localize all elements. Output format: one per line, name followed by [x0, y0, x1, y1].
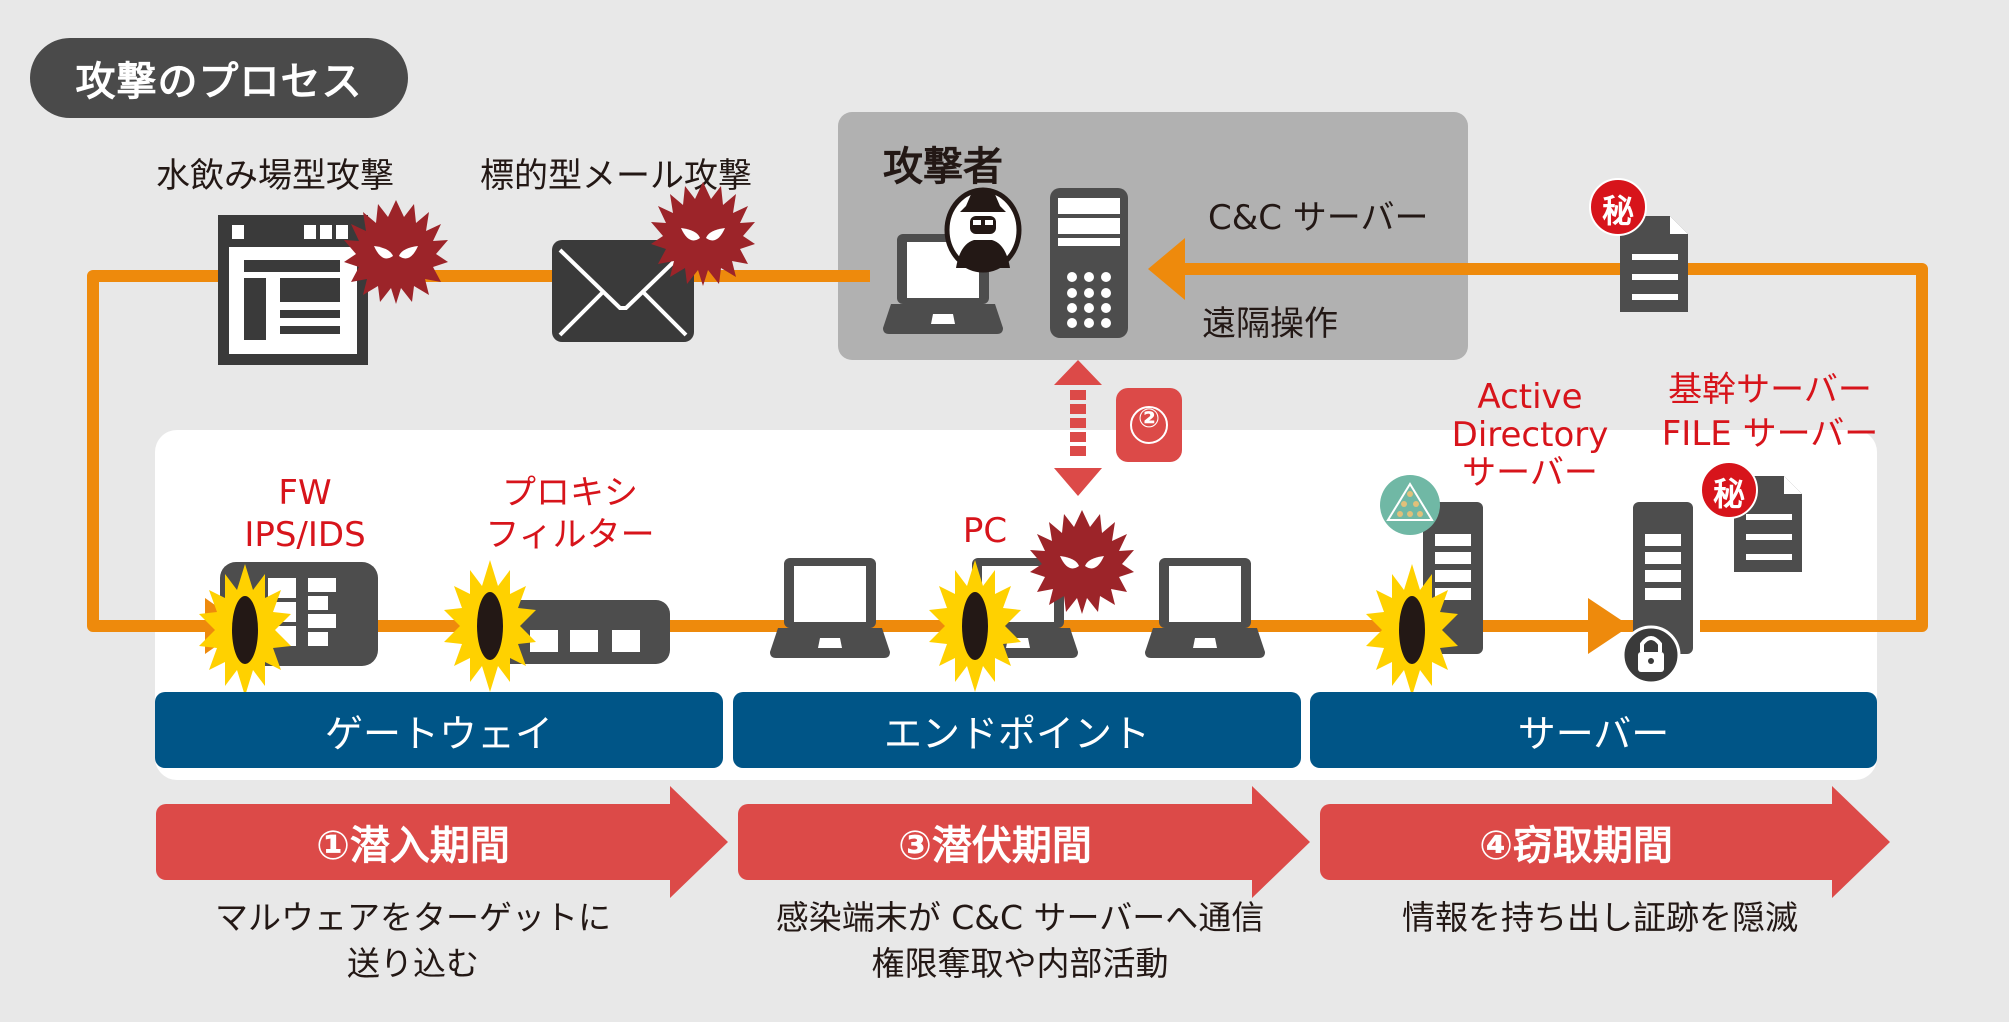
- phase-arrow-body: [1320, 804, 1832, 880]
- attacker-label: 攻撃者: [883, 144, 1003, 190]
- ad-label-line: Active: [1477, 377, 1583, 417]
- step2-label: ②: [1137, 404, 1160, 434]
- browser-window-icon: [218, 215, 368, 365]
- laptop-icon: [1145, 558, 1265, 658]
- cc-server-icon: [1050, 188, 1128, 338]
- filter-label-line: フィルター: [485, 515, 655, 555]
- secret-label: 秘: [1601, 192, 1634, 230]
- cc-communication-arrow: [1054, 360, 1102, 496]
- fw-label: FW IPS/IDS: [210, 472, 400, 556]
- phase-intrusion-description: マルウェアをターゲットに 送り込む: [156, 895, 670, 987]
- core-server-label: 基幹サーバー FILE サーバー: [1645, 368, 1895, 456]
- remote-operation-label: 遠隔操作: [1202, 304, 1338, 344]
- phase-label: ④窃取期間: [1479, 823, 1673, 869]
- zone-server: サーバー: [1310, 692, 1877, 768]
- targeted-mail-label: 標的型メール攻撃: [480, 156, 752, 196]
- cc-server-label: C&C サーバー: [1208, 198, 1429, 238]
- description-line: 感染端末が C&C サーバーへ通信: [775, 898, 1265, 937]
- description-line: 情報を持ち出し証跡を隠滅: [1402, 898, 1798, 937]
- secret-label: 秘: [1712, 475, 1745, 513]
- description-line: 権限奪取や内部活動: [871, 944, 1169, 983]
- core-server-label-line: 基幹サーバー: [1668, 370, 1872, 410]
- ips-ids-label-line: IPS/IDS: [244, 515, 366, 555]
- phase-latency: ③潜伏期間: [738, 786, 1310, 898]
- pc-label: PC: [962, 511, 1008, 551]
- step2-badge: [1116, 388, 1182, 462]
- phase-arrow-head: [670, 786, 728, 898]
- phase-arrow-body: [738, 804, 1252, 880]
- phase-arrow-head: [1832, 786, 1890, 898]
- ad-server-label: Active Directory サーバー: [1430, 378, 1630, 492]
- proxy-label: プロキシ フィルター: [470, 472, 670, 556]
- phase-label: ③潜伏期間: [898, 823, 1092, 869]
- fw-label-line: FW: [278, 473, 332, 513]
- phase-theft: ④窃取期間: [1320, 786, 1890, 898]
- description-line: マルウェアをターゲットに: [215, 898, 611, 937]
- zone-gateway: ゲートウェイ: [155, 692, 723, 768]
- page-title: 攻撃のプロセス: [30, 38, 408, 118]
- lock-icon: [1621, 625, 1681, 685]
- file-server-label-line: FILE サーバー: [1661, 414, 1879, 454]
- step2-badge-ring: [1130, 406, 1168, 444]
- phase-latency-description: 感染端末が C&C サーバーへ通信 権限奪取や内部活動: [720, 895, 1320, 987]
- phase-intrusion: ①潜入期間: [156, 786, 728, 898]
- proxy-label-line: プロキシ: [502, 473, 638, 513]
- ad-label-line: サーバー: [1462, 453, 1598, 493]
- description-line: 送り込む: [347, 944, 479, 983]
- laptop-icon: [770, 558, 890, 658]
- watering-hole-label: 水飲み場型攻撃: [156, 156, 394, 196]
- zone-endpoint: エンドポイント: [733, 692, 1301, 768]
- active-directory-icon: [1380, 475, 1440, 535]
- phase-arrow-head: [1252, 786, 1310, 898]
- ad-label-line: Directory: [1451, 415, 1609, 455]
- phase-label: ①潜入期間: [316, 823, 510, 869]
- phase-arrow-body: [156, 804, 670, 880]
- mail-icon: [552, 240, 694, 342]
- phase-theft-description: 情報を持ち出し証跡を隠滅: [1320, 895, 1880, 941]
- hacker-avatar-icon: [944, 187, 1022, 273]
- proxy-icon: [484, 600, 670, 664]
